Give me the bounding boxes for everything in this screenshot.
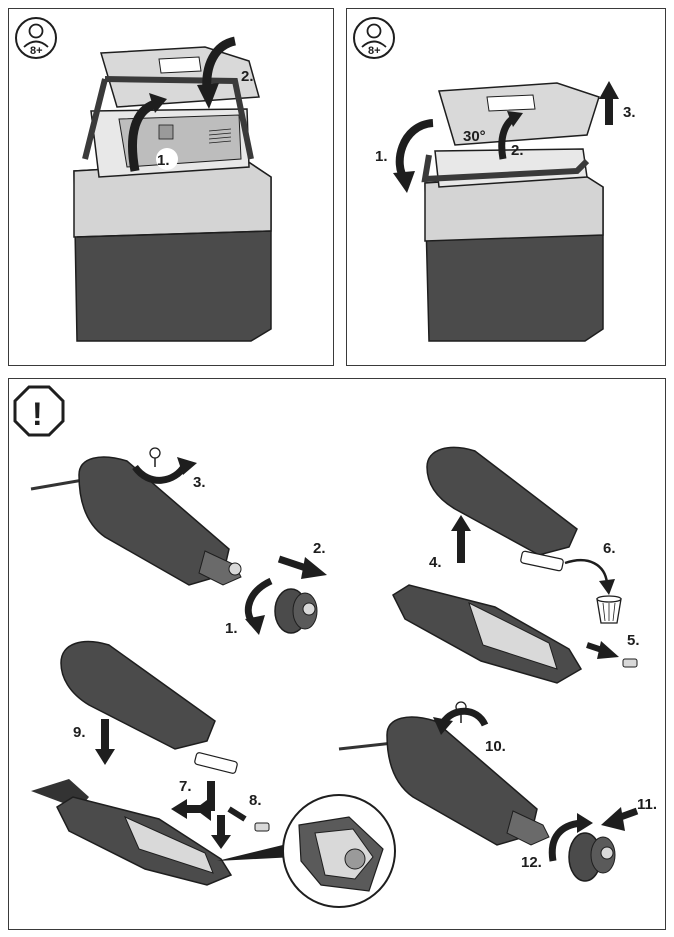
- plug-base: [31, 779, 233, 886]
- arrow-icon: [393, 119, 434, 193]
- arrow-icon: [601, 807, 639, 831]
- step-label-6: 6.: [603, 540, 616, 557]
- arrow-icon: [128, 93, 167, 172]
- step-label-9: 9.: [73, 724, 86, 741]
- waste-bin-icon: [596, 595, 622, 624]
- person-icon: [353, 17, 395, 59]
- step-label-2: 2.: [511, 142, 524, 159]
- arrow-icon: [599, 81, 619, 125]
- plug-tip: [568, 832, 616, 882]
- plug-contact: [622, 658, 638, 668]
- step-label-2: 2.: [313, 540, 326, 557]
- arrow-icon: [132, 457, 197, 484]
- arrow-icon: [586, 641, 619, 659]
- step-label-2: 2.: [241, 68, 254, 85]
- screw-icon: [149, 447, 161, 467]
- arrow-icon: [433, 707, 489, 735]
- arrow-icon: [498, 111, 523, 160]
- warning-symbol: !: [32, 396, 43, 432]
- plug-base: [392, 584, 583, 684]
- arrow-icon: [451, 515, 471, 563]
- step-label-1: 1.: [157, 152, 170, 169]
- step-label-8: 8.: [249, 792, 262, 809]
- step-label-1: 1.: [225, 620, 238, 637]
- cool-box: [73, 46, 272, 342]
- person-icon: [15, 17, 57, 59]
- arrow-icon: [548, 813, 593, 862]
- cigarette-plug: [30, 456, 242, 586]
- plug-shell: [426, 446, 578, 556]
- arrow-icon: [171, 781, 215, 821]
- arrow-icon: [277, 555, 327, 579]
- arrow-icon: [197, 36, 237, 109]
- plug-tip: [274, 588, 318, 634]
- step-label-4: 4.: [429, 554, 442, 571]
- fuse-icon: [520, 550, 564, 572]
- arrow-icon: [564, 558, 615, 595]
- step-label-12: 12.: [521, 854, 542, 871]
- step-label-11: 11.: [637, 796, 657, 813]
- fuse-icon: [194, 752, 238, 774]
- step-label-3: 3.: [623, 104, 636, 121]
- arrow-icon: [95, 719, 115, 765]
- plug-contact: [254, 822, 270, 832]
- step-label-7: 7.: [179, 778, 192, 795]
- arrow-icon: [211, 806, 247, 849]
- angle-label: 30°: [463, 128, 486, 145]
- age-badge-text: 8+: [368, 45, 381, 57]
- plug-shell: [60, 640, 216, 750]
- cigarette-plug: [338, 716, 550, 846]
- step-label-10: 10.: [485, 738, 506, 755]
- cool-box: [421, 82, 604, 342]
- panel-top-right: 8+ 1. 2. 30° 3.: [346, 8, 666, 366]
- age-badge-text: 8+: [30, 45, 43, 57]
- arrow-icon: [245, 577, 273, 635]
- panel-top-left: 8+ 1.: [8, 8, 334, 366]
- step-label-3: 3.: [193, 474, 206, 491]
- step-label-5: 5.: [627, 632, 640, 649]
- magnifier-icon: [282, 794, 396, 908]
- panel-bottom: ! 3. 1.: [8, 378, 666, 930]
- step-label-1: 1.: [375, 148, 388, 165]
- warning-octagon-icon: !: [13, 385, 65, 437]
